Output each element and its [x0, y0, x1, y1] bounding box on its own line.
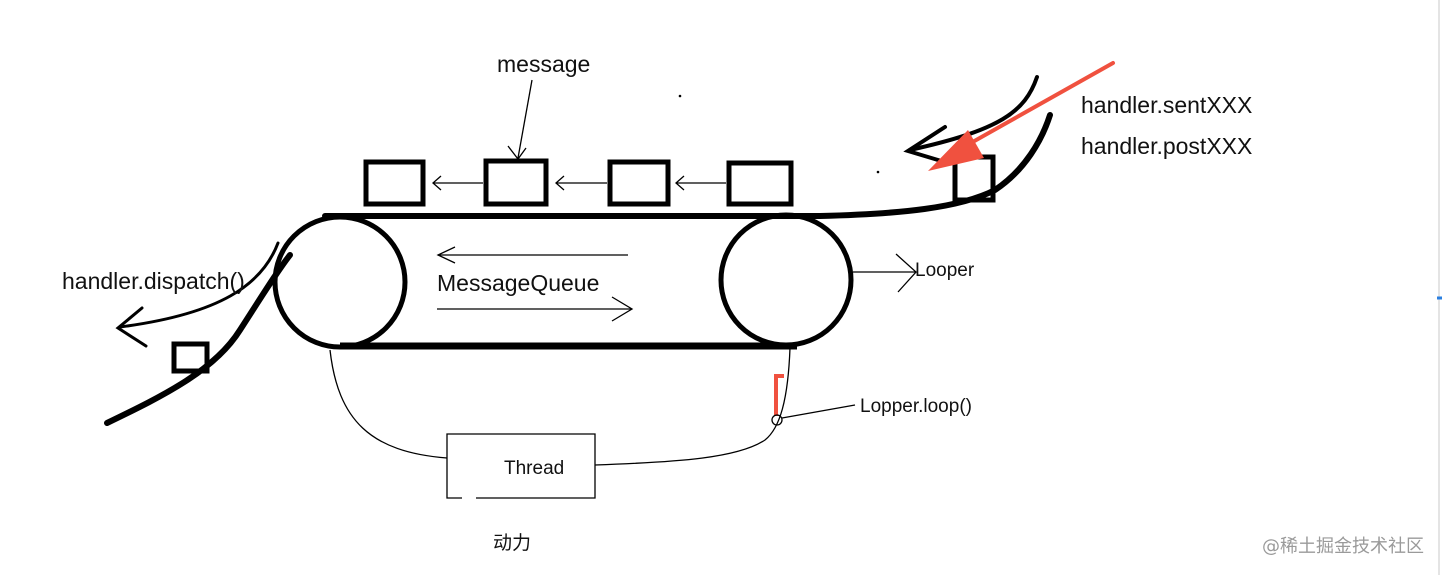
loop-pointer-line — [781, 404, 856, 419]
dispatch-curved-arrow — [115, 241, 280, 348]
watermark: @稀土掘金技术社区 — [1262, 536, 1424, 557]
thread-right-connector — [594, 347, 791, 466]
handler-post-label: handler.postXXX — [1081, 133, 1253, 159]
message-pointer-arrow — [507, 79, 533, 161]
loop-red-marker — [774, 374, 784, 416]
message-label: message — [497, 51, 591, 77]
messagequeue-arrows — [436, 246, 634, 322]
message-box — [363, 159, 426, 207]
dispatched-message-box — [171, 341, 210, 374]
incoming-curved-arrow — [903, 75, 1039, 165]
handler-sent-label: handler.sentXXX — [1081, 92, 1253, 118]
thread-left-connector — [329, 349, 448, 459]
left-pulley — [272, 214, 408, 350]
handler-dispatch-label: handler.dispatch() — [62, 268, 245, 294]
message-box — [483, 158, 549, 207]
message-box — [726, 160, 794, 207]
red-accent-arrow — [928, 61, 1115, 171]
outgoing-ramp — [104, 252, 293, 426]
right-pulley-looper — [718, 212, 854, 348]
message-box — [607, 159, 671, 207]
thread-label: Thread — [504, 458, 565, 479]
stray-dot — [678, 94, 682, 98]
thread-box — [446, 433, 596, 499]
messagequeue-label: MessageQueue — [437, 270, 600, 296]
looper-label: Looper — [915, 260, 975, 281]
queue-flow-arrows — [432, 175, 726, 191]
looper-pointer-arrow — [853, 253, 917, 293]
loop-pointer-dot — [771, 414, 783, 426]
stray-dot — [876, 170, 880, 174]
looper-loop-label: Lopper.loop() — [860, 396, 972, 417]
conveyor-top-belt — [322, 112, 1053, 219]
power-label: 动力 — [493, 532, 532, 554]
